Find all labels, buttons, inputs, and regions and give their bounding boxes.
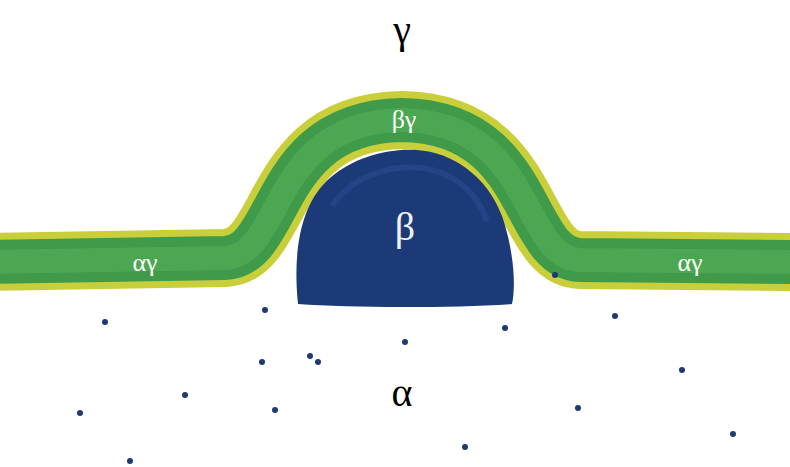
droplet-blob: β (292, 146, 518, 308)
interface-label: βγ (392, 107, 417, 133)
phase-label: α (392, 373, 413, 413)
interface-label: αγ (677, 250, 702, 276)
phase-label: β (395, 207, 415, 247)
phase-label: γ (393, 10, 411, 50)
interface-label: αγ (132, 250, 157, 276)
